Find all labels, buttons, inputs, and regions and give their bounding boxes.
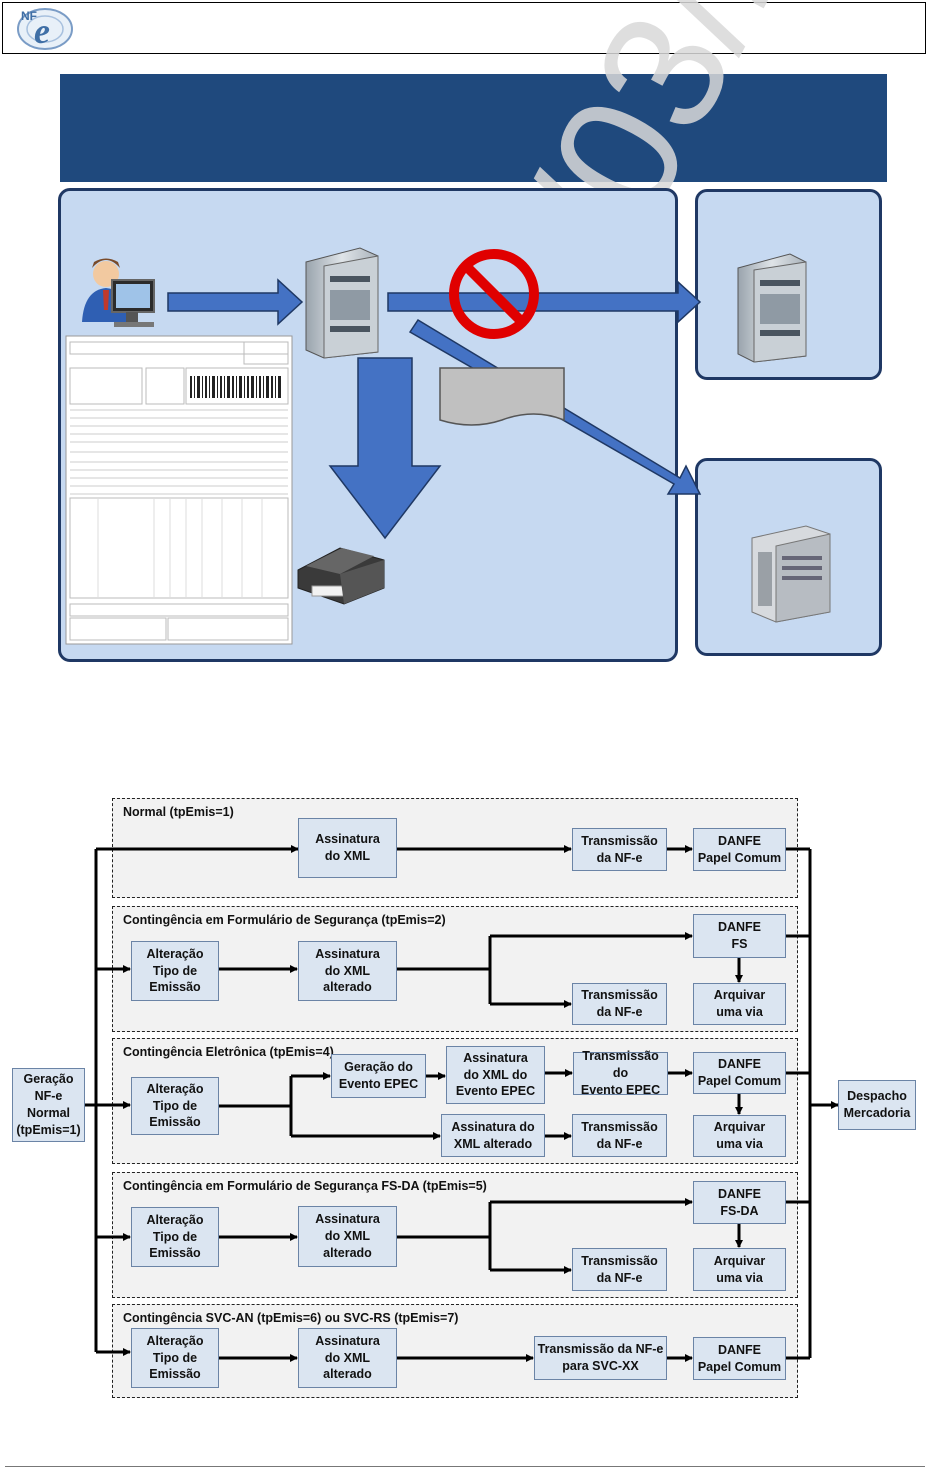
prohibited-icon bbox=[449, 249, 539, 339]
node-archive: Arquivar uma via bbox=[693, 1248, 786, 1291]
footer-divider bbox=[5, 1466, 925, 1467]
sefaz-server-icon bbox=[737, 253, 807, 363]
end-node: Despacho Mercadoria bbox=[838, 1080, 916, 1130]
group-title: Contingência em Formulário de Segurança … bbox=[123, 1179, 487, 1193]
node-sign-xml: Assinatura do XML alterado bbox=[298, 941, 397, 1001]
node-transmit-epec: Transmissão do Evento EPEC bbox=[573, 1049, 668, 1097]
printer-icon bbox=[297, 547, 385, 605]
emitter-server-icon bbox=[305, 247, 379, 359]
node-transmit: Transmissão da NF-e bbox=[572, 1248, 667, 1291]
node-sign-xml: Assinatura do XML bbox=[298, 818, 397, 878]
title-banner bbox=[60, 74, 887, 182]
node-sign-xml: Assinatura do XML alterado bbox=[298, 1328, 397, 1388]
node-change-type: Alteração Tipo de Emissão bbox=[131, 1077, 219, 1135]
node-transmit: Transmissão da NF-e bbox=[572, 828, 667, 871]
page-header: e NF bbox=[2, 2, 926, 54]
node-transmit-svc: Transmissão da NF-e para SVC-XX bbox=[534, 1336, 667, 1380]
node-archive: Arquivar uma via bbox=[693, 1115, 786, 1157]
node-sign-xml-altered: Assinatura do XML alterado bbox=[441, 1114, 545, 1157]
illustration-canvas bbox=[65, 247, 831, 645]
start-node: Geração NF-e Normal (tpEmis=1) bbox=[12, 1068, 85, 1142]
node-sign-epec: Assinatura do XML do Evento EPEC bbox=[446, 1046, 545, 1104]
node-sign-xml: Assinatura do XML alterado bbox=[298, 1206, 397, 1267]
node-change-type: Alteração Tipo de Emissão bbox=[131, 941, 219, 1001]
group-title: Contingência SVC-AN (tpEmis=6) ou SVC-RS… bbox=[123, 1311, 459, 1325]
node-change-type: Alteração Tipo de Emissão bbox=[131, 1328, 219, 1388]
danfe-document-icon bbox=[65, 335, 293, 645]
group-svc: Contingência SVC-AN (tpEmis=6) ou SVC-RS… bbox=[112, 1304, 798, 1398]
group-title: Contingência em Formulário de Segurança … bbox=[123, 913, 446, 927]
node-danfe: DANFE Papel Comum bbox=[693, 1337, 786, 1380]
node-danfe: DANFE FS-DA bbox=[693, 1181, 786, 1224]
group-title: Normal (tpEmis=1) bbox=[123, 805, 234, 819]
node-transmit: Transmissão da NF-e bbox=[572, 1114, 667, 1157]
group-title: Contingência Eletrônica (tpEmis=4) bbox=[123, 1045, 334, 1059]
group-fsda: Contingência em Formulário de Segurança … bbox=[112, 1172, 798, 1298]
node-danfe: DANFE FS bbox=[693, 914, 786, 958]
svg-text:NF: NF bbox=[21, 9, 37, 23]
nfe-logo-icon: e NF bbox=[17, 8, 73, 51]
node-generate-epec: Geração do Evento EPEC bbox=[331, 1054, 426, 1098]
node-danfe: DANFE Papel Comum bbox=[693, 1052, 786, 1094]
user-computer-icon bbox=[82, 258, 155, 327]
node-transmit: Transmissão da NF-e bbox=[572, 983, 667, 1025]
svg-text:e: e bbox=[34, 11, 50, 51]
epec-document-icon bbox=[439, 367, 565, 426]
node-archive: Arquivar uma via bbox=[693, 983, 786, 1025]
epec-server-icon bbox=[751, 525, 831, 623]
node-danfe: DANFE Papel Comum bbox=[693, 828, 786, 871]
node-change-type: Alteração Tipo de Emissão bbox=[131, 1207, 219, 1267]
